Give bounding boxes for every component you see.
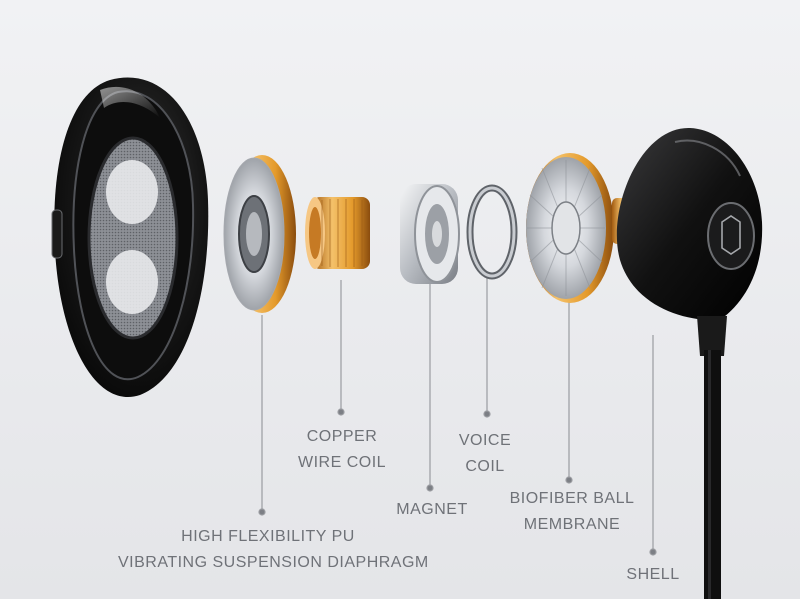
diaphragm-label: HIGH FLEXIBILITY PU VIBRATING SUSPENSION… [118,524,429,576]
shell-label-line1: SHELL [626,566,680,583]
ear-cap-icon [51,77,209,398]
copper-label-line1: COPPER [306,428,378,445]
biofiber-label-line2: MEMBRANE [523,516,621,533]
copper-wire-coil-label: COPPER WIRE COIL [290,424,394,476]
diaphragm-label-line1: HIGH FLEXIBILITY PU [181,528,355,545]
voice-coil-label: VOICE COIL [446,428,524,480]
voice-label-line2: COIL [465,458,505,475]
copper-coil-icon [305,197,370,269]
earphone-shell-icon [612,127,763,599]
biofiber-membrane-icon [526,153,614,303]
copper-label-line2: WIRE COIL [297,454,387,471]
ring-diaphragm-icon [223,155,296,313]
diaphragm-label-line2: VIBRATING SUSPENSION DIAPHRAGM [118,554,429,571]
biofiber-membrane-label: BIOFIBER BALL MEMBRANE [502,486,642,538]
biofiber-label-line1: BIOFIBER BALL [509,490,635,507]
voice-label-line1: VOICE [458,432,512,449]
magnet-icon [400,184,460,284]
voice-coil-ring-icon [466,184,518,280]
leader-lines [258,278,657,556]
shell-label: SHELL [618,562,688,588]
magnet-label-line1: MAGNET [396,501,468,518]
magnet-label: MAGNET [388,497,476,523]
